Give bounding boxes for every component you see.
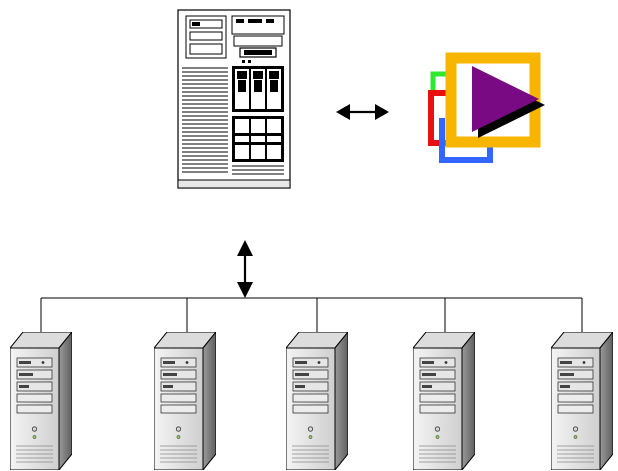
network-bus-line bbox=[40, 297, 583, 332]
tower-server-icon bbox=[286, 332, 348, 470]
media-play-icon bbox=[428, 52, 545, 163]
double-arrow-vertical-icon bbox=[237, 240, 253, 298]
tower-server-icon bbox=[10, 332, 72, 470]
double-arrow-horizontal-icon bbox=[336, 104, 389, 120]
mainframe-server-icon bbox=[177, 9, 291, 189]
tower-server-icon bbox=[154, 332, 216, 470]
tower-server-icon bbox=[413, 332, 475, 470]
tower-server-icon bbox=[551, 332, 613, 470]
